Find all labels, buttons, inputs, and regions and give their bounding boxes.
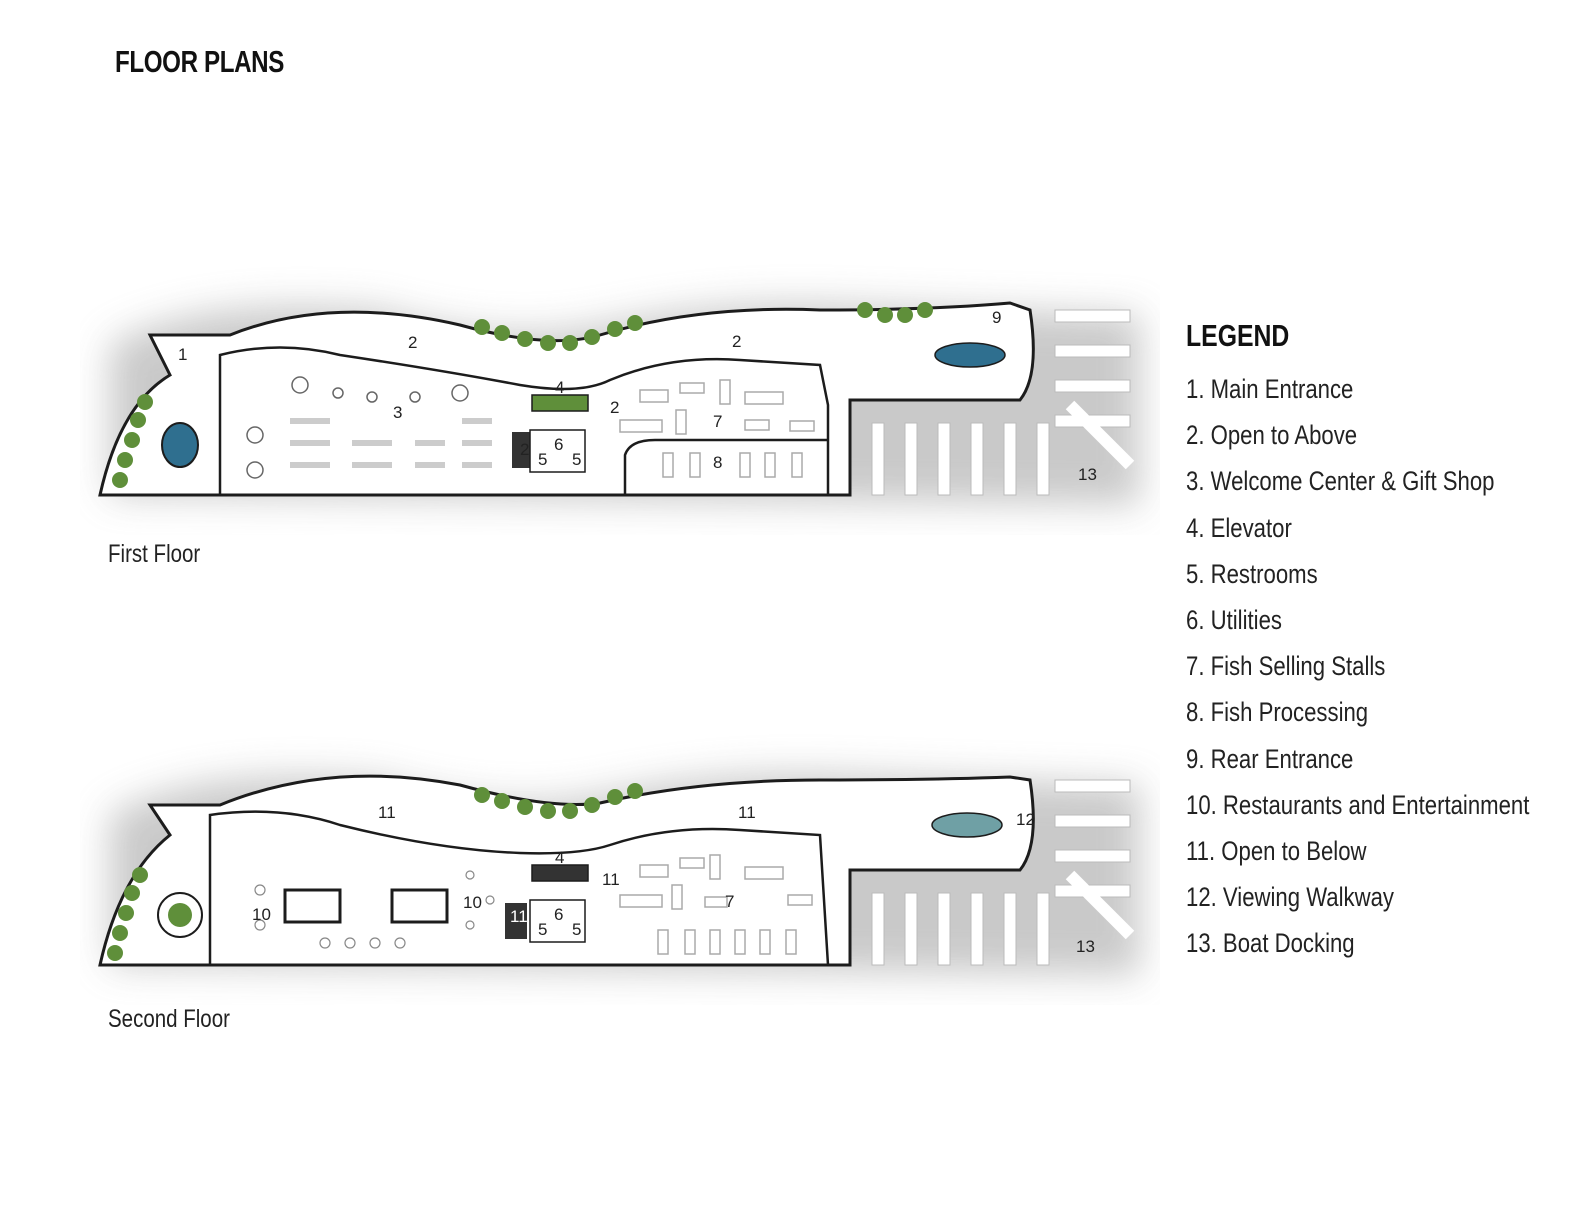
tag-1: 1 [178, 345, 187, 364]
pool-right [934, 342, 1006, 368]
restroom-block [529, 899, 586, 943]
legend-item-open-to-below: 11. Open to Below [1186, 835, 1367, 866]
legend-list: 1. Main Entrance 2. Open to Above 3. Wel… [1186, 366, 1566, 966]
legend-item-restrooms: 5. Restrooms [1186, 558, 1318, 589]
tag-10b: 10 [463, 893, 482, 912]
tag-2c: 2 [520, 440, 529, 459]
pool-right [931, 812, 1003, 838]
legend-item-open-to-above: 2. Open to Above [1186, 420, 1358, 451]
legend-item-welcome-center: 3. Welcome Center & Gift Shop [1186, 466, 1495, 497]
elevator-core [531, 864, 589, 882]
furniture-tables [246, 376, 469, 479]
legend-item-viewing-walkway: 12. Viewing Walkway [1186, 882, 1394, 913]
legend-item-fish-selling-stalls: 7. Fish Selling Stalls [1186, 651, 1386, 682]
legend-title: LEGEND [1186, 318, 1290, 353]
tag-11c: 11 [602, 870, 620, 889]
tag-6: 6 [554, 435, 563, 454]
greenery-top [474, 783, 643, 819]
page-title: FLOOR PLANS [115, 44, 285, 79]
restroom-block [529, 429, 586, 473]
first-floor-label: First Floor [108, 540, 201, 568]
core-block [512, 432, 530, 468]
legend: LEGEND 1. Main Entrance 2. Open to Above… [1186, 318, 1566, 966]
tag-3: 3 [393, 403, 402, 422]
elevator-core [531, 394, 589, 412]
dock-diagonal [1065, 400, 1135, 470]
second-floor-label: Second Floor [108, 1005, 230, 1033]
core-block [505, 903, 527, 939]
legend-item-utilities: 6. Utilities [1186, 604, 1282, 635]
tag-13: 13 [1076, 937, 1095, 956]
tag-4: 4 [555, 848, 564, 867]
legend-item-elevator: 4. Elevator [1186, 512, 1292, 543]
tag-11b: 11 [738, 803, 756, 822]
processing-tables [662, 452, 803, 478]
tag-6: 6 [554, 905, 563, 924]
tag-9: 9 [992, 308, 1001, 327]
tag-5b: 5 [572, 920, 581, 939]
stall-wall [623, 438, 828, 495]
tag-2a: 2 [408, 333, 417, 352]
inner-wall [218, 346, 830, 495]
inner-wall [208, 810, 830, 966]
tag-10a: 10 [252, 905, 271, 924]
restaurant-booths [283, 888, 449, 924]
first-floor-plan: 1 2 2 2 3 4 2 6 5 5 7 8 9 13 [98, 301, 1140, 505]
pond-left [161, 422, 199, 468]
greenery-left [112, 394, 153, 488]
greenery-top [474, 302, 933, 351]
boat-dock [871, 309, 1131, 496]
greenery-left [107, 867, 148, 961]
legend-item-restaurants: 10. Restaurants and Entertainment [1186, 789, 1530, 820]
legend-item-fish-processing: 8. Fish Processing [1186, 697, 1369, 728]
tag-11d: 11 [510, 907, 528, 926]
tag-4: 4 [555, 378, 564, 397]
dining-tables [254, 870, 495, 949]
tag-5a: 5 [538, 920, 547, 939]
second-floor-plan: 11 11 10 10 4 11 11 6 5 5 7 12 13 [98, 774, 1140, 975]
fish-stalls [619, 379, 815, 435]
stall-tables [657, 929, 797, 955]
tag-7: 7 [713, 412, 722, 431]
tag-7: 7 [725, 892, 734, 911]
tag-8: 8 [713, 453, 722, 472]
tag-5b: 5 [572, 450, 581, 469]
boat-dock [871, 779, 1131, 966]
shop-shelves [290, 418, 492, 468]
tag-2b: 2 [732, 332, 741, 351]
legend-item-main-entrance: 1. Main Entrance [1186, 374, 1354, 404]
tag-13: 13 [1078, 465, 1097, 484]
tag-5a: 5 [538, 450, 547, 469]
dock-diagonal [1065, 870, 1135, 940]
tag-11a: 11 [378, 803, 396, 822]
legend-item-rear-entrance: 9. Rear Entrance [1186, 743, 1354, 774]
tag-12: 12 [1016, 810, 1035, 829]
fish-stalls [619, 854, 813, 910]
legend-item-boat-docking: 13. Boat Docking [1186, 928, 1355, 959]
tag-2d: 2 [610, 398, 619, 417]
planter-green [168, 903, 192, 927]
